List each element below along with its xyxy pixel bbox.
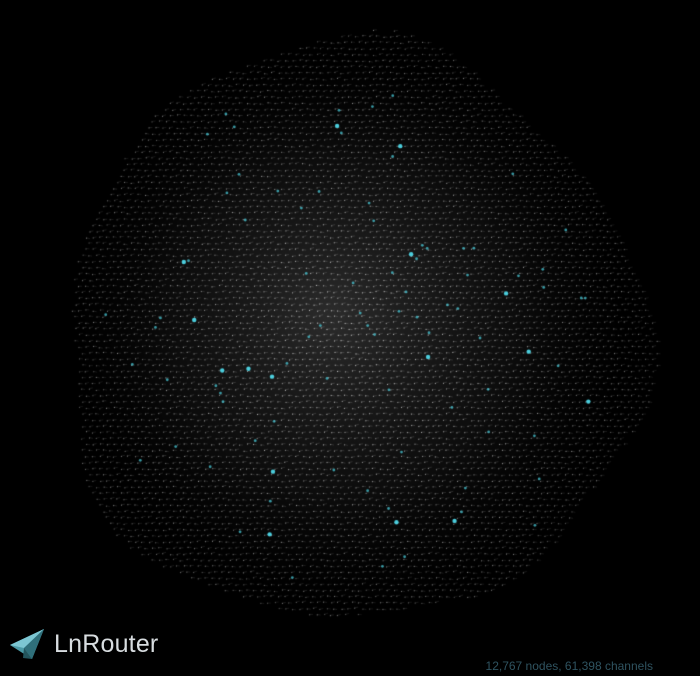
network-stats-text: 12,767 nodes, 61,398 channels	[485, 659, 653, 673]
paper-plane-icon	[10, 629, 44, 659]
brand-logo[interactable]: LnRouter	[8, 624, 158, 664]
app-name: LnRouter	[54, 629, 159, 658]
